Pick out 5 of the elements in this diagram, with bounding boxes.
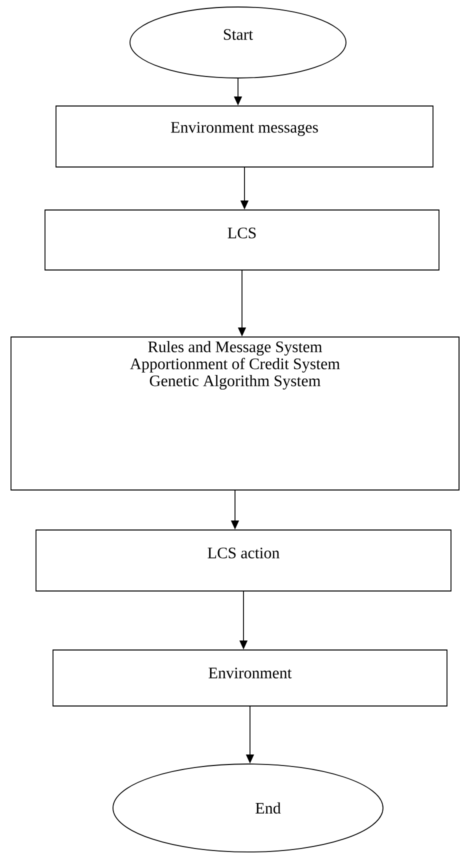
process-box: Environment messages <box>56 106 434 168</box>
process-box: LCS <box>44 210 440 270</box>
process-box: Environment <box>52 650 448 706</box>
process-box: LCS action <box>36 530 452 592</box>
process-box: Rules and Message System Apportionment of Credit System Genetic Algorithm System <box>10 336 460 490</box>
